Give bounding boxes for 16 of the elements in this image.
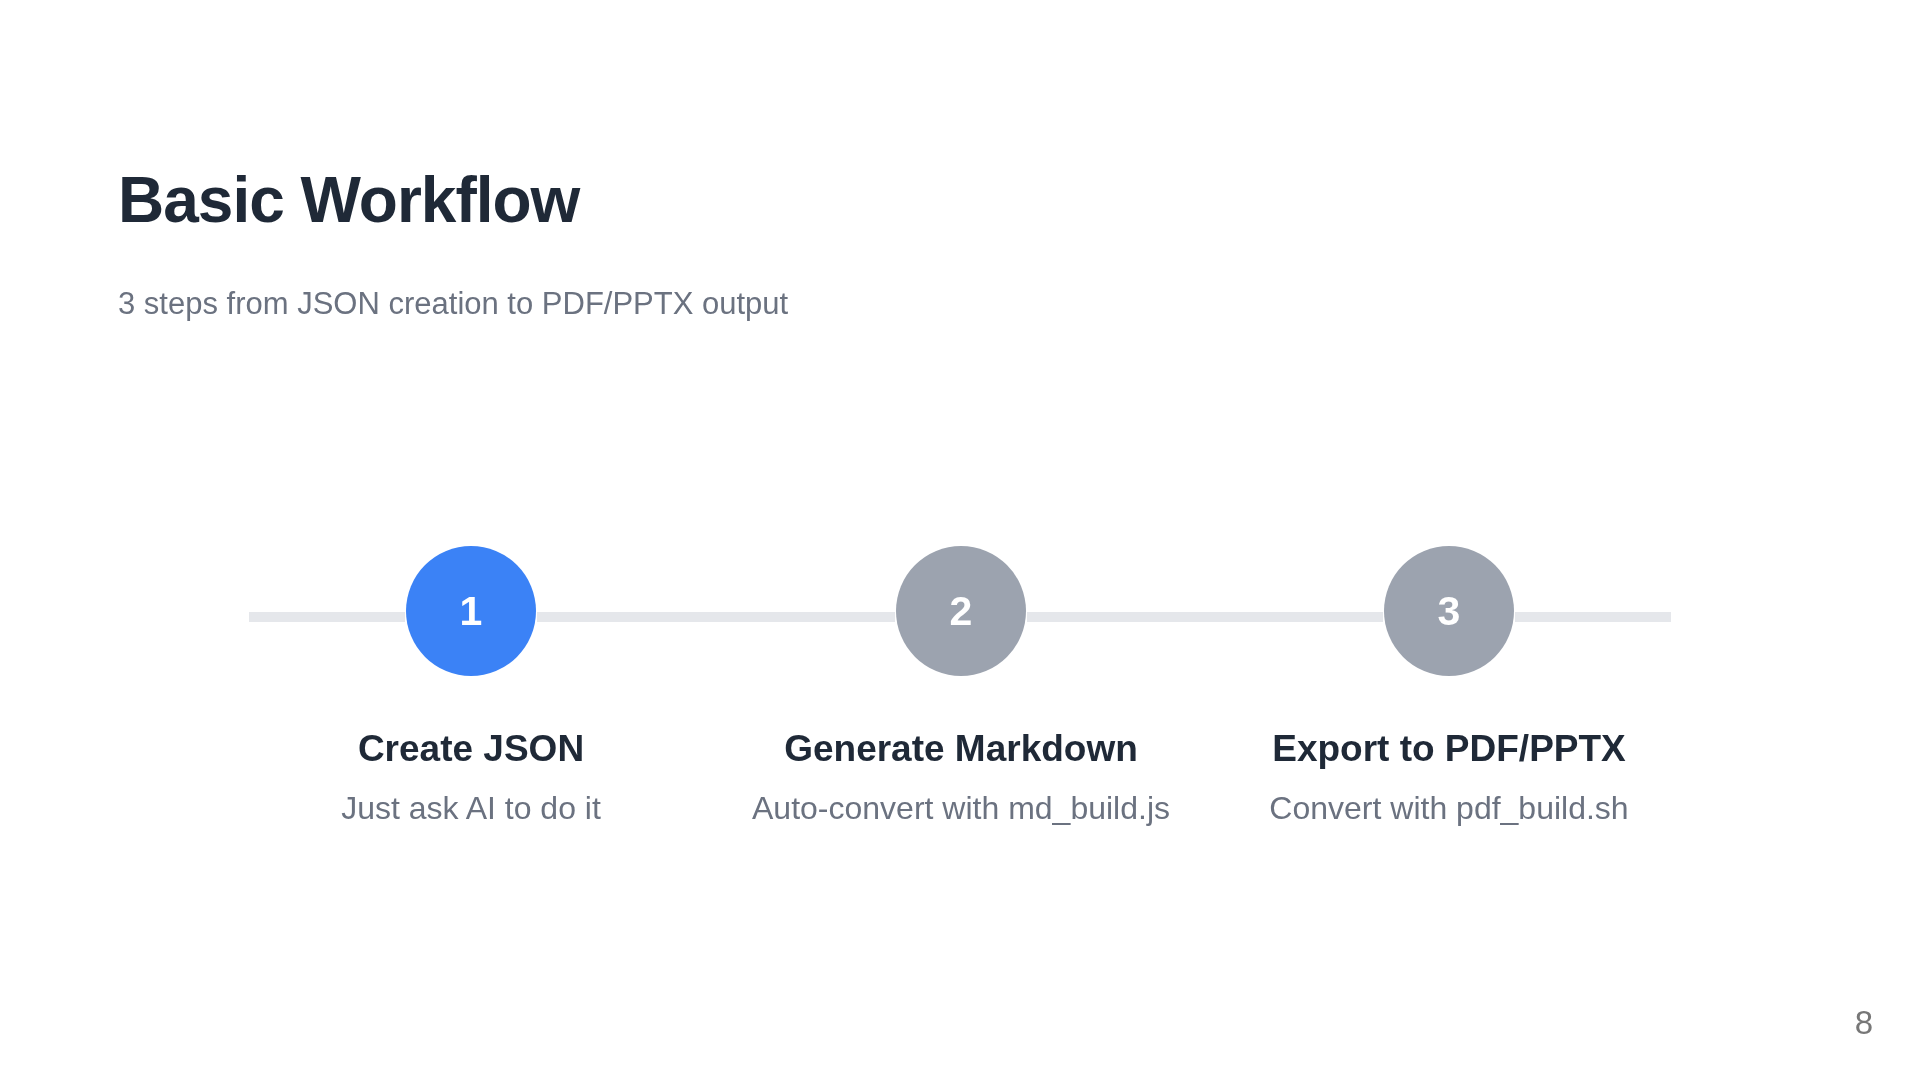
page-number: 8	[1854, 1003, 1874, 1043]
step-description: Auto-convert with md_build.js	[752, 789, 1170, 828]
step-number: 3	[1437, 590, 1461, 632]
step-description: Convert with pdf_build.sh	[1269, 789, 1629, 828]
step-number: 1	[459, 590, 483, 632]
connector-line	[1027, 612, 1383, 622]
step-title: Export to PDF/PPTX	[1272, 727, 1626, 771]
step-description: Just ask AI to do it	[341, 789, 601, 828]
connector-line	[1515, 612, 1671, 622]
step-title: Create JSON	[357, 727, 585, 771]
step-number: 2	[949, 590, 973, 632]
slide-title: Basic Workflow	[118, 163, 580, 238]
connector-line	[249, 612, 405, 622]
step-title: Generate Markdown	[784, 727, 1138, 771]
subtitle: 3 steps from JSON creation to PDF/PPTX output	[118, 285, 789, 323]
connector-line	[537, 612, 895, 622]
